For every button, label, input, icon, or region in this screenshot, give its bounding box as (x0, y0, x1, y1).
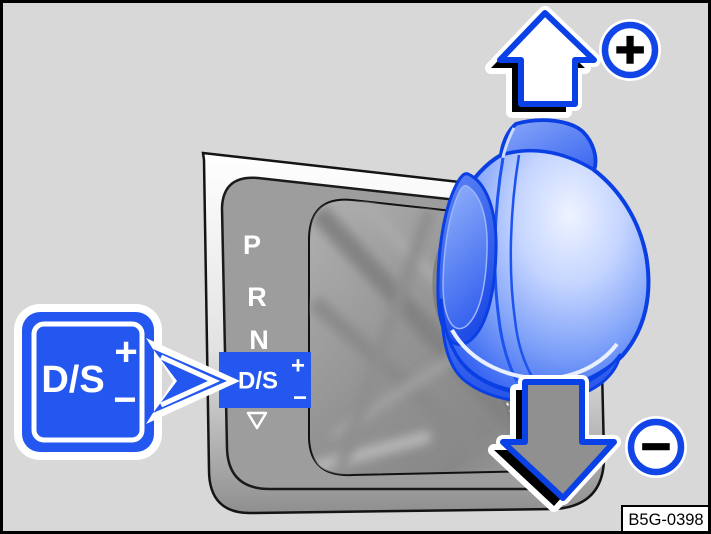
callout-pointer (153, 349, 227, 413)
downshift-annotation: − (488, 375, 687, 512)
gear-knob (436, 118, 651, 404)
minus-badge: − (625, 416, 687, 478)
minus-icon: − (641, 418, 671, 476)
callout-pointer-inner-line (159, 354, 221, 408)
callout-box (22, 312, 154, 452)
gate-down-triangle-icon (246, 411, 268, 430)
gear-position-n: N (249, 325, 269, 355)
figure-id-box: B5G-0398 (621, 505, 711, 533)
callout-plus: + (114, 330, 137, 374)
callout-inner-border (31, 321, 145, 443)
upshift-arrow-icon (485, 6, 601, 118)
plus-icon: + (615, 21, 645, 79)
knob-side-inner (442, 184, 488, 330)
ds-label: D/S (238, 368, 278, 395)
knob-seam-left (493, 157, 519, 382)
knob-cap (499, 118, 598, 172)
callout-minus: − (113, 378, 136, 422)
callout-label: D/S (41, 359, 104, 401)
ds-plus: + (291, 353, 305, 380)
ds-callout: D/S + − (14, 304, 240, 460)
plus-badge: + (599, 19, 661, 81)
knob-seam-right (509, 154, 539, 386)
downshift-arrow-icon (488, 375, 621, 512)
figure-id: B5G-0398 (628, 511, 703, 529)
knob-cap-highlight (501, 127, 516, 158)
ds-minus: − (293, 385, 307, 412)
knob-base-lip (439, 298, 622, 404)
gear-position-r: R (247, 282, 267, 312)
upshift-annotation: + (485, 6, 661, 118)
gear-position-p: P (243, 230, 261, 260)
